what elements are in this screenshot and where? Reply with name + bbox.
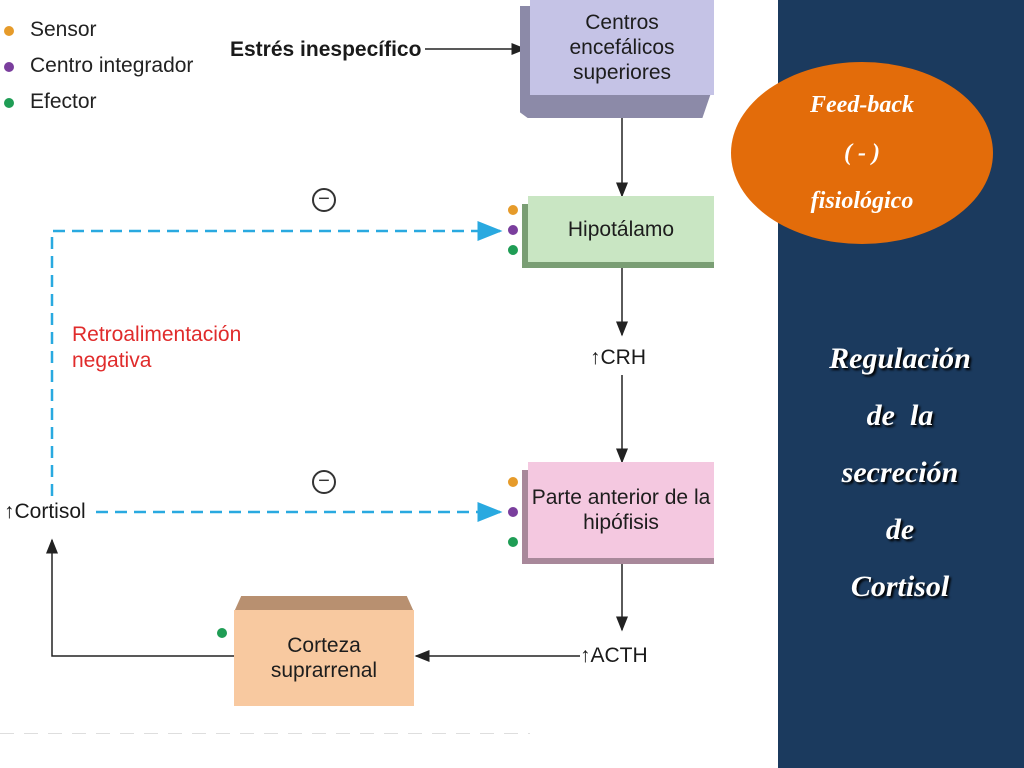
feedback-bubble: Feed-back ( - ) fisiológico <box>731 62 993 244</box>
slide-title: Regulación de la secreción de Cortisol <box>790 330 1010 615</box>
sensor-dot-icon <box>508 205 518 215</box>
title-line: de la <box>866 399 934 432</box>
feedback-line: Feed-back <box>810 92 914 118</box>
retro-label: Retroalimentación negativa <box>72 323 242 372</box>
legend-label: Sensor <box>30 18 97 41</box>
hipofisis-label: Parte anterior de la hipófisis <box>528 462 714 558</box>
corteza-to-cortisol-arrow <box>46 538 236 657</box>
sensor-dot-icon <box>508 477 518 487</box>
corteza-label: Corteza suprarrenal <box>234 610 414 706</box>
feedback-line: fisiológico <box>810 188 914 214</box>
title-line: Regulación <box>829 342 971 375</box>
increase-arrow-icon: ↑ <box>590 346 601 369</box>
title-line: de <box>885 513 915 546</box>
title-line: Cortisol <box>850 570 950 603</box>
feedback-line: ( - ) <box>844 140 880 166</box>
inhibition-minus-icon: − <box>312 188 336 212</box>
acth-label: ↑ACTH <box>580 644 648 667</box>
legend-label: Efector <box>30 90 97 113</box>
sensor-dot-icon <box>4 26 14 36</box>
title-line: secreción <box>841 456 959 489</box>
crh-label: ↑CRH <box>590 346 646 369</box>
integrator-dot-icon <box>4 62 14 72</box>
stress-label: Estrés inespecífico <box>230 38 422 61</box>
legend-label: Centro integrador <box>30 54 194 77</box>
effector-dot-icon <box>217 628 227 638</box>
inhibition-minus-icon: − <box>312 470 336 494</box>
effector-dot-icon <box>4 98 14 108</box>
hipotalamo-label: Hipotálamo <box>528 196 714 262</box>
increase-arrow-icon: ↑ <box>4 500 15 523</box>
footer-strip <box>0 726 560 734</box>
centros-label: Centros encefálicos superiores <box>530 0 714 95</box>
effector-dot-icon <box>508 245 518 255</box>
effector-dot-icon <box>508 537 518 547</box>
increase-arrow-icon: ↑ <box>580 644 591 667</box>
integrator-dot-icon <box>508 507 518 517</box>
cortisol-label: ↑Cortisol <box>4 500 86 523</box>
integrator-dot-icon <box>508 225 518 235</box>
